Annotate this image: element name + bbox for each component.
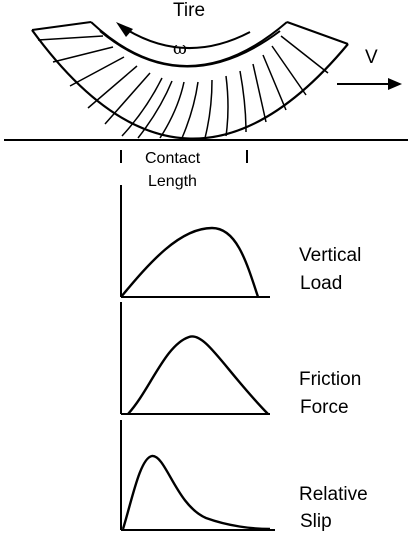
graph-label-line1: Friction xyxy=(299,369,361,390)
rotation-arrow-arc xyxy=(123,27,251,49)
tread-line xyxy=(204,79,213,139)
tread-line xyxy=(280,35,329,74)
graph-friction-force: Friction Force xyxy=(120,302,361,418)
graph-relative-slip: Relative Slip xyxy=(120,420,368,532)
tread-line xyxy=(87,65,138,109)
relative-slip-curve xyxy=(121,454,271,531)
graph-label-line2: Load xyxy=(300,273,342,294)
omega-label: ω xyxy=(173,39,187,59)
tread-line xyxy=(37,35,104,41)
tire-section: Tire ω V Contact Length xyxy=(4,0,408,190)
velocity-arrowhead-icon xyxy=(388,78,402,90)
tread-line xyxy=(271,45,307,96)
graph-label-line2: Slip xyxy=(300,511,332,532)
tread-line xyxy=(252,63,267,123)
tread-line xyxy=(121,77,163,137)
velocity-label: V xyxy=(365,47,378,68)
friction-force-curve xyxy=(127,335,269,415)
vertical-load-curve xyxy=(120,226,260,298)
contact-label-line2: Length xyxy=(148,173,197,190)
graph-label-line2: Force xyxy=(300,397,349,418)
tire-label: Tire xyxy=(173,0,205,21)
tread-line xyxy=(69,56,125,87)
tread-line xyxy=(239,70,247,133)
contact-label-line1: Contact xyxy=(145,150,201,167)
rotation-arrowhead-icon xyxy=(116,22,133,37)
tire-left-edge xyxy=(31,21,92,31)
tread-line xyxy=(104,72,151,125)
tire-outer-arc xyxy=(31,29,349,140)
tread-line xyxy=(225,75,229,137)
graph-label-line1: Vertical xyxy=(299,245,361,266)
graph-label-line1: Relative xyxy=(299,484,368,505)
tread-line xyxy=(52,46,114,63)
tread-line xyxy=(262,54,287,111)
graph-vertical-load: Vertical Load xyxy=(120,185,361,298)
tread-line xyxy=(137,80,173,139)
tread-lines xyxy=(37,35,329,139)
tread-line xyxy=(159,81,185,139)
tread-line xyxy=(181,81,199,139)
tire-right-edge xyxy=(286,21,349,45)
tire-inner-band-inner xyxy=(99,30,281,68)
